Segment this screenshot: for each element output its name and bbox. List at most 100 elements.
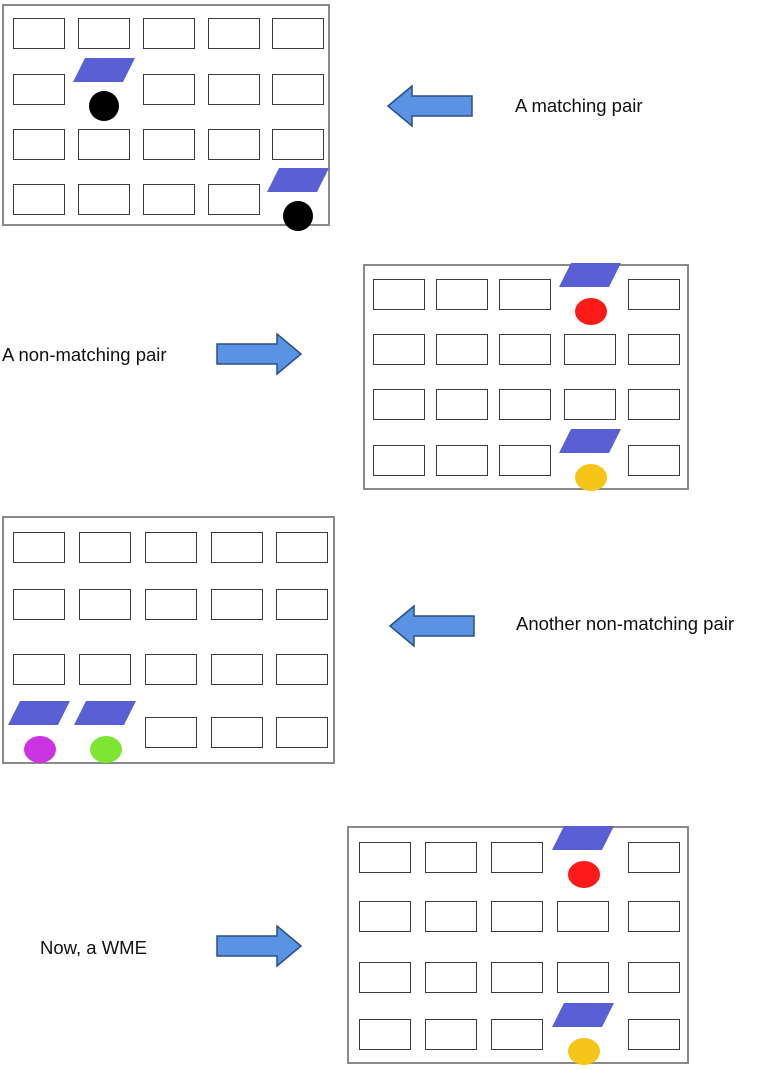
face-down-card bbox=[145, 717, 197, 748]
caption-another-non-matching-pair: Another non-matching pair bbox=[516, 613, 735, 634]
face-down-card bbox=[425, 962, 477, 993]
face-down-card bbox=[208, 184, 260, 215]
face-down-card bbox=[145, 532, 197, 563]
face-down-card bbox=[499, 279, 551, 310]
caption-non-matching-pair: A non-matching pair bbox=[2, 344, 167, 365]
yellow-card-symbol bbox=[568, 1038, 600, 1065]
face-down-card bbox=[628, 1019, 680, 1050]
card-grid-2 bbox=[363, 263, 689, 491]
face-down-card bbox=[13, 184, 65, 215]
face-down-card bbox=[208, 74, 260, 105]
card-back-flipped bbox=[267, 168, 329, 192]
face-down-card bbox=[359, 1019, 411, 1050]
card-back-flipped bbox=[8, 701, 70, 725]
face-down-card bbox=[628, 334, 680, 365]
face-down-card bbox=[211, 589, 263, 620]
card-back-flipped bbox=[559, 429, 621, 453]
red-card-symbol bbox=[568, 861, 600, 888]
face-down-card bbox=[628, 445, 680, 476]
face-down-card bbox=[499, 389, 551, 420]
face-down-card bbox=[78, 129, 130, 160]
face-down-card bbox=[425, 1019, 477, 1050]
face-down-card bbox=[436, 279, 488, 310]
face-down-card bbox=[359, 842, 411, 873]
face-down-card bbox=[272, 74, 324, 105]
face-down-card bbox=[436, 334, 488, 365]
magenta-card-symbol bbox=[24, 736, 56, 763]
card-back-flipped bbox=[73, 58, 135, 82]
face-down-card bbox=[13, 654, 65, 685]
face-down-card bbox=[628, 389, 680, 420]
face-down-card bbox=[628, 279, 680, 310]
face-down-card bbox=[359, 962, 411, 993]
card-grid-4 bbox=[347, 826, 689, 1065]
face-down-card bbox=[272, 129, 324, 160]
face-down-card bbox=[13, 129, 65, 160]
face-down-card bbox=[276, 532, 328, 563]
card-back-flipped bbox=[559, 263, 621, 287]
yellow-card-symbol bbox=[575, 464, 607, 491]
right-arrow-2 bbox=[216, 332, 303, 376]
face-down-card bbox=[425, 842, 477, 873]
card-back-flipped bbox=[74, 701, 136, 725]
face-down-card bbox=[78, 18, 130, 49]
face-down-card bbox=[276, 654, 328, 685]
face-down-card bbox=[208, 18, 260, 49]
face-down-card bbox=[499, 334, 551, 365]
face-down-card bbox=[359, 901, 411, 932]
face-down-card bbox=[143, 18, 195, 49]
face-down-card bbox=[13, 532, 65, 563]
black-card-symbol bbox=[89, 91, 119, 121]
face-down-card bbox=[13, 589, 65, 620]
face-down-card bbox=[491, 842, 543, 873]
card-grid-3 bbox=[2, 516, 335, 764]
face-down-card bbox=[491, 901, 543, 932]
face-down-card bbox=[79, 654, 131, 685]
face-down-card bbox=[557, 901, 609, 932]
face-down-card bbox=[211, 654, 263, 685]
face-down-card bbox=[564, 334, 616, 365]
card-grid-1 bbox=[2, 4, 330, 231]
face-down-card bbox=[143, 184, 195, 215]
face-down-card bbox=[436, 445, 488, 476]
card-back-flipped bbox=[552, 826, 614, 850]
card-back-flipped bbox=[552, 1003, 614, 1027]
face-down-card bbox=[143, 129, 195, 160]
face-down-card bbox=[78, 184, 130, 215]
red-card-symbol bbox=[575, 298, 607, 325]
face-down-card bbox=[211, 717, 263, 748]
face-down-card bbox=[208, 129, 260, 160]
face-down-card bbox=[79, 589, 131, 620]
face-down-card bbox=[79, 532, 131, 563]
face-down-card bbox=[272, 18, 324, 49]
face-down-card bbox=[145, 589, 197, 620]
caption-matching-pair: A matching pair bbox=[515, 95, 643, 116]
face-down-card bbox=[564, 389, 616, 420]
face-down-card bbox=[425, 901, 477, 932]
face-down-card bbox=[373, 334, 425, 365]
face-down-card bbox=[211, 532, 263, 563]
black-card-symbol bbox=[283, 201, 313, 231]
right-arrow-4 bbox=[216, 924, 303, 968]
face-down-card bbox=[628, 842, 680, 873]
face-down-card bbox=[13, 74, 65, 105]
face-down-card bbox=[143, 74, 195, 105]
face-down-card bbox=[276, 717, 328, 748]
face-down-card bbox=[373, 389, 425, 420]
left-arrow-3 bbox=[388, 604, 475, 648]
face-down-card bbox=[628, 901, 680, 932]
face-down-card bbox=[557, 962, 609, 993]
face-down-card bbox=[436, 389, 488, 420]
face-down-card bbox=[491, 1019, 543, 1050]
green-card-symbol bbox=[90, 736, 122, 763]
caption-now-wme: Now, a WME bbox=[40, 937, 147, 958]
face-down-card bbox=[491, 962, 543, 993]
face-down-card bbox=[145, 654, 197, 685]
face-down-card bbox=[373, 279, 425, 310]
left-arrow-1 bbox=[386, 84, 473, 128]
face-down-card bbox=[276, 589, 328, 620]
face-down-card bbox=[13, 18, 65, 49]
face-down-card bbox=[628, 962, 680, 993]
face-down-card bbox=[373, 445, 425, 476]
face-down-card bbox=[499, 445, 551, 476]
